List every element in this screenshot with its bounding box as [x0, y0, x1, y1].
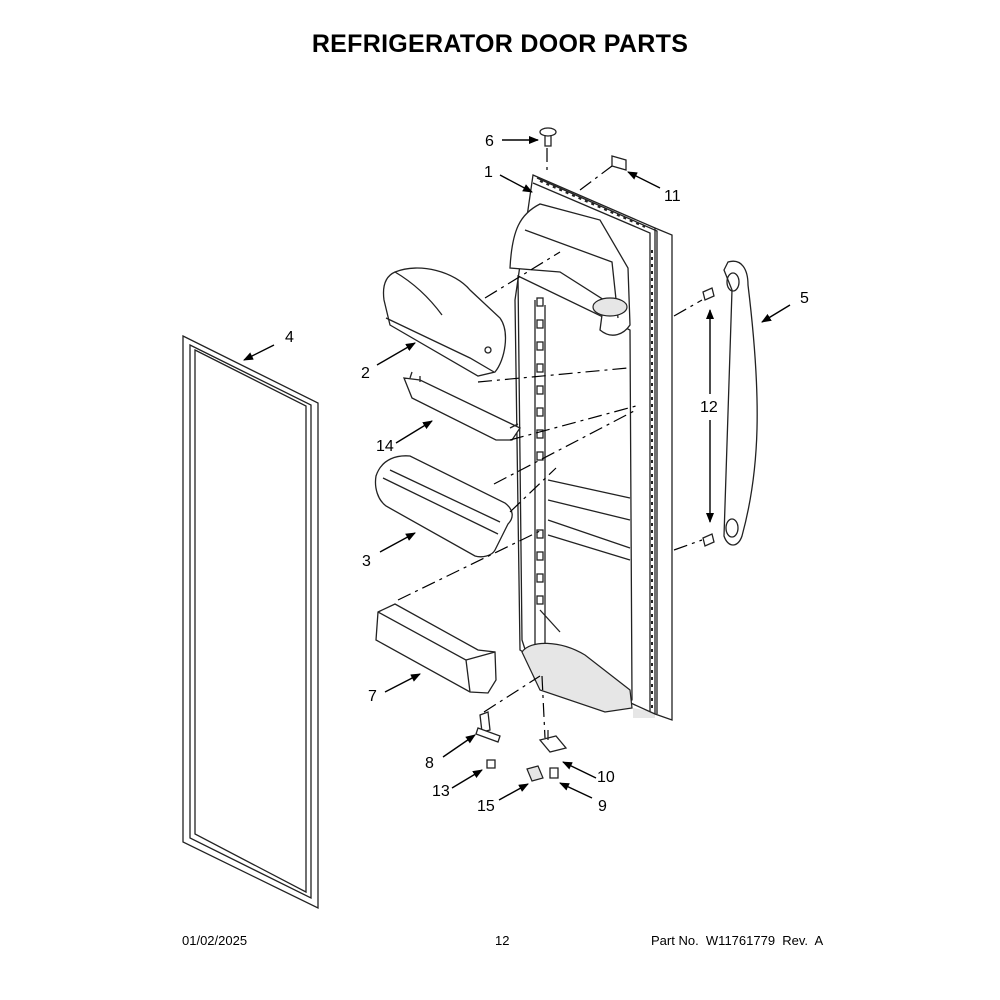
callout-6: 6 — [485, 133, 494, 150]
assembly-lines — [397, 148, 703, 739]
callout-4: 4 — [285, 329, 294, 346]
hinge-screw — [486, 759, 496, 769]
footer-part-number: Part No. W11761779 Rev. A — [651, 933, 824, 948]
door-handle — [723, 260, 758, 546]
callout-arrows — [243, 136, 791, 801]
hinge-pin — [475, 711, 501, 743]
callout-5: 5 — [800, 290, 809, 307]
page-title: REFRIGERATOR DOOR PARTS — [311, 30, 689, 58]
callout-14: 14 — [376, 438, 394, 455]
footer-date: 01/02/2025 — [182, 933, 248, 948]
door-gasket — [182, 334, 319, 910]
handle-screw-bottom — [702, 533, 715, 547]
hinge-bracket — [538, 730, 568, 753]
door-bin — [374, 455, 513, 558]
callout-8: 8 — [425, 755, 434, 772]
top-clip — [611, 155, 627, 171]
callout-9: 9 — [598, 798, 607, 815]
footer-page-number: 12 — [495, 933, 510, 948]
door-stop — [526, 765, 544, 782]
bottom-door-bin — [375, 603, 497, 694]
callout-13: 13 — [432, 783, 450, 800]
callout-11: 11 — [664, 188, 681, 205]
dairy-bin-cover — [382, 267, 507, 377]
callout-1: 1 — [484, 164, 493, 181]
door-liner — [509, 174, 673, 721]
bracket-screw — [549, 767, 559, 779]
callout-7: 7 — [368, 688, 377, 705]
callout-2: 2 — [361, 365, 370, 382]
handle-screw-top — [702, 287, 715, 301]
bin-rail — [402, 371, 521, 441]
callout-3: 3 — [362, 553, 371, 570]
callout-10: 10 — [597, 769, 615, 786]
callout-15: 15 — [477, 798, 495, 815]
top-plug — [539, 127, 557, 147]
callout-12: 12 — [700, 399, 718, 416]
